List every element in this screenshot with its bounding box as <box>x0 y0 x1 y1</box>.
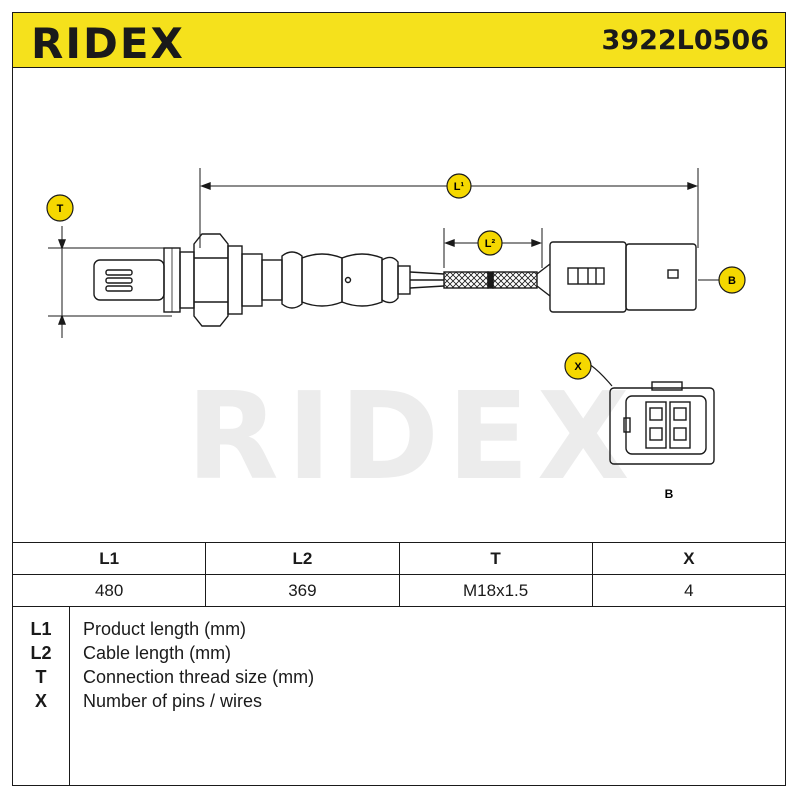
value-X: 4 <box>591 574 787 607</box>
sensor-drawing: L¹ L² T B X B <box>46 168 746 501</box>
header-T: T <box>398 542 593 575</box>
header-bar: RIDEX 3922L0506 <box>12 12 786 68</box>
spec-value-row: 480 369 M18x1.5 4 <box>11 574 787 607</box>
legend-row: T Connection thread size (mm) <box>13 667 787 691</box>
badge-B <box>698 266 746 294</box>
header-L1: L1 <box>11 542 207 575</box>
sensor-diagram: RIDEX <box>12 68 786 542</box>
legend-row: L2 Cable length (mm) <box>13 643 787 667</box>
legend-key: L1 <box>30 619 52 639</box>
legend-key: T <box>35 667 47 687</box>
spec-header-row: L1 L2 T X <box>11 542 787 575</box>
watermark-logo: RIDEX <box>186 368 638 507</box>
label-L2: L² <box>485 238 496 250</box>
part-number: 3922L0506 <box>601 25 770 56</box>
legend-key: X <box>34 691 47 711</box>
badge-L2 <box>477 230 503 256</box>
legend-desc: Number of pins / wires <box>83 691 263 711</box>
value-L1: 480 <box>11 574 207 607</box>
label-T: T <box>57 203 64 215</box>
brand-logo: RIDEX <box>31 19 185 68</box>
legend-desc: Cable length (mm) <box>83 643 232 663</box>
badge-T <box>46 194 74 222</box>
legend-key: L2 <box>30 643 52 663</box>
legend-desc: Connection thread size (mm) <box>83 667 315 687</box>
value-L2: 369 <box>205 574 400 607</box>
badge-L1 <box>446 173 472 199</box>
legend-divider <box>69 607 70 785</box>
badge-X <box>564 352 592 380</box>
header-X: X <box>591 542 787 575</box>
spec-table: L1 L2 T X 480 369 M18x1.5 4 <box>11 542 787 607</box>
label-L1: L¹ <box>454 181 465 193</box>
label-B: B <box>728 275 736 287</box>
header-L2: L2 <box>205 542 400 575</box>
value-T: M18x1.5 <box>398 574 593 607</box>
legend-box: L1 Product length (mm) L2 Cable length (… <box>12 606 786 786</box>
legend-desc: Product length (mm) <box>83 619 247 639</box>
legend-row: L1 Product length (mm) <box>13 619 787 643</box>
label-X: X <box>574 361 582 373</box>
connector-caption: B <box>665 487 674 501</box>
legend-row: X Number of pins / wires <box>13 691 787 715</box>
